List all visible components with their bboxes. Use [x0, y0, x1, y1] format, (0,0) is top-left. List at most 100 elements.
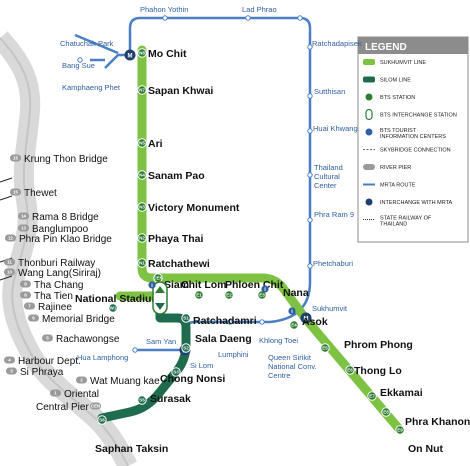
- mrta-interchange-node: M: [300, 312, 312, 324]
- pier-label: Wang Lang(Siriraj): [18, 268, 101, 279]
- pier-label: Central Pier: [36, 402, 89, 413]
- station-dot: [381, 407, 391, 417]
- pier-label: Thonburi Railway: [18, 258, 95, 269]
- station-label: Sanam Pao: [148, 170, 205, 182]
- pier-marker: [90, 402, 101, 410]
- station-code: E6: [347, 368, 353, 373]
- station-dot: [137, 170, 147, 180]
- pier-code: 8: [24, 293, 27, 298]
- legend-item-label: MRTA ROUTE: [380, 183, 416, 189]
- pier-code: CEN: [91, 404, 101, 409]
- pier-code: 7: [28, 304, 31, 309]
- pier-label: Si Phraya: [20, 367, 64, 378]
- mrta-node-icon: [365, 198, 373, 206]
- mrta-station-dot: [307, 172, 313, 178]
- station-code: N3: [139, 205, 145, 210]
- station-code: CEN: [153, 276, 163, 281]
- station-code: N8: [139, 51, 145, 56]
- mrta-station-dot: [307, 44, 313, 50]
- station-dot: [289, 320, 299, 330]
- interchange-pill-icon: [365, 108, 373, 121]
- mrta-station-dot: [259, 319, 265, 325]
- svg-text:i: i: [151, 283, 153, 289]
- pier-label: Rajinee: [38, 302, 72, 313]
- station-dot: [137, 395, 147, 405]
- station-code: S1: [183, 316, 189, 321]
- station-code: N2: [139, 236, 145, 241]
- station-label: Siam: [164, 279, 189, 291]
- pier-marker: [42, 334, 53, 342]
- station-code: S3: [173, 370, 179, 375]
- svg-text:M: M: [128, 54, 133, 60]
- station-code: N1: [139, 261, 145, 266]
- station-label: Mo Chit: [148, 48, 187, 60]
- station-dot: [108, 303, 118, 313]
- legend-item-sukhumvit: SUKHUMVIT LINE: [363, 59, 426, 66]
- pier-label: Rachawongse: [56, 334, 120, 345]
- mrt-label-lumphini: Lumphini: [218, 350, 249, 359]
- station-label: On Nut: [408, 443, 443, 455]
- mrt-label-sukhumvit_mrt: Sukhumvit: [312, 304, 348, 313]
- pier-label: Harbour Dept.: [18, 356, 81, 367]
- station-label: National Stadium: [75, 293, 161, 305]
- legend-item-interchange: BTS INTERCHANGE STATION: [365, 108, 457, 121]
- station-label: Ari: [148, 138, 163, 150]
- pier-code: 12: [8, 236, 14, 241]
- station-dot: [224, 290, 234, 300]
- mrta-station-dot: [307, 93, 313, 99]
- station-code: E2: [226, 293, 232, 298]
- legend-title: LEGEND: [365, 42, 407, 53]
- mrt-label-ratchadapisek: Ratchadapisek: [312, 39, 362, 48]
- tourist-info-icon: i: [148, 281, 156, 289]
- green-bar-icon: [363, 59, 375, 65]
- pier-marker: [18, 224, 29, 232]
- station-code: E9: [397, 428, 403, 433]
- mrta-station-dot: [307, 217, 313, 223]
- station-label: Chong Nonsi: [160, 373, 225, 385]
- pier-marker: [5, 234, 16, 242]
- pier-label: Memorial Bridge: [42, 314, 115, 325]
- pier-label: Phra Pin Klao Bridge: [19, 234, 112, 245]
- pier-marker: [20, 291, 31, 299]
- pier-code: 10: [7, 270, 13, 275]
- legend-box: [357, 36, 469, 243]
- station-label: Saphan Taksin: [95, 443, 168, 455]
- station-code: E4: [291, 323, 297, 328]
- station-dot: [137, 138, 147, 148]
- pier-marker: [4, 268, 15, 276]
- mrt-label-khlongtoei: Khlong Toei: [259, 336, 298, 345]
- legend-item-label: SKYBRIDGE CONNECTION: [380, 148, 451, 154]
- siam-interchange-icon: [152, 281, 168, 315]
- station-label: Phloen Chit: [225, 279, 284, 291]
- station-dot: [345, 365, 355, 375]
- station-code: S5: [139, 398, 145, 403]
- pier-label: Thewet: [24, 188, 57, 199]
- station-label: Phaya Thai: [148, 233, 204, 245]
- mrta-station-dot: [227, 319, 233, 325]
- station-label: Sapan Khwai: [148, 85, 213, 97]
- mrta-station-dot: [162, 15, 168, 21]
- station-label: Ekkamai: [380, 387, 423, 399]
